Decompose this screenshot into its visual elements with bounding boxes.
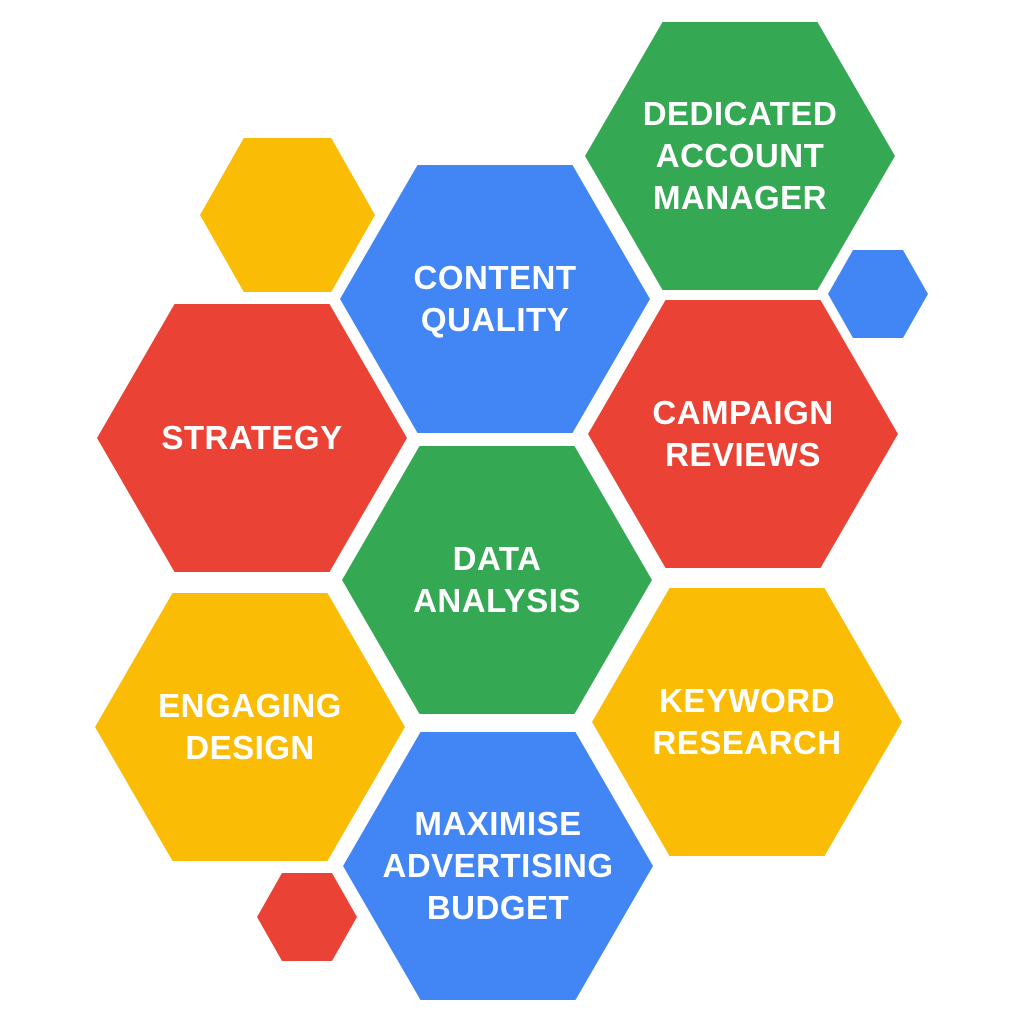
hexagon-content-quality [340, 165, 650, 433]
label-line: STRATEGY [161, 419, 343, 456]
label-line: MANAGER [653, 179, 827, 216]
label-line: ACCOUNT [655, 137, 825, 174]
hexagon-label-dedicated-account-manager: DEDICATED ACCOUNT MANAGER [585, 22, 895, 290]
hexagon-engaging-design [95, 593, 405, 861]
hexagon-label-data-analysis: DATA ANALYSIS [342, 446, 652, 714]
label-line: CAMPAIGN [652, 394, 834, 431]
hexagon-campaign-reviews [588, 300, 898, 568]
label-line: KEYWORD [659, 682, 835, 719]
hexagon-label-engaging-design: ENGAGING DESIGN [95, 593, 405, 861]
label-line: RESEARCH [652, 724, 842, 761]
label-line: BUDGET [426, 889, 570, 926]
hexagon-label-campaign-reviews: CAMPAIGN REVIEWS [588, 300, 898, 568]
hexagon-decorative-small-3 [257, 873, 357, 961]
hexagon-strategy [97, 304, 407, 572]
hexagon-keyword-research [592, 588, 902, 856]
hexagon-label-maximise-advertising-budget: MAXIMISE ADVERTISING BUDGET [343, 732, 653, 1000]
hexagon-label-strategy: STRATEGY [97, 304, 407, 572]
hexagon-label-content-quality: CONTENT QUALITY [340, 165, 650, 433]
label-line: ENGAGING [158, 687, 342, 724]
label-line: QUALITY [420, 301, 570, 338]
label-line: DATA [452, 540, 542, 577]
hexagon-maximise-advertising-budget [343, 732, 653, 1000]
hexagon-dedicated-account-manager [585, 22, 895, 290]
hexagon-data-analysis [342, 446, 652, 714]
hexagon-decorative-small-2 [828, 250, 928, 338]
label-line: REVIEWS [665, 436, 821, 473]
label-line: ADVERTISING [382, 847, 614, 884]
label-line: DESIGN [185, 729, 315, 766]
hexagon-decorative-small-1 [200, 138, 375, 292]
label-line: MAXIMISE [414, 805, 582, 842]
label-line: CONTENT [413, 259, 577, 296]
hexagon-label-keyword-research: KEYWORD RESEARCH [592, 588, 902, 856]
label-line: ANALYSIS [413, 582, 581, 619]
label-line: DEDICATED [642, 95, 838, 132]
